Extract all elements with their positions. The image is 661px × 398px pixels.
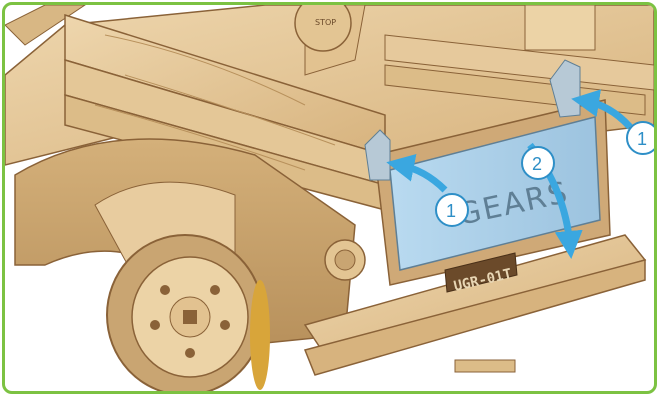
tail-light (325, 240, 365, 280)
step-label-2: 2 (532, 154, 542, 174)
step-badge-1-right: 1 (627, 122, 654, 154)
illustration-frame: STOP GEARS (2, 2, 657, 394)
step-label-1-left: 1 (446, 201, 456, 221)
step-label-1-right: 1 (637, 129, 647, 149)
step-badge-1-left: 1 (436, 194, 468, 226)
truck-rear-illustration: STOP GEARS (5, 5, 654, 391)
stop-sign-text: STOP (315, 18, 336, 27)
step-badge-2: 2 (522, 147, 554, 179)
